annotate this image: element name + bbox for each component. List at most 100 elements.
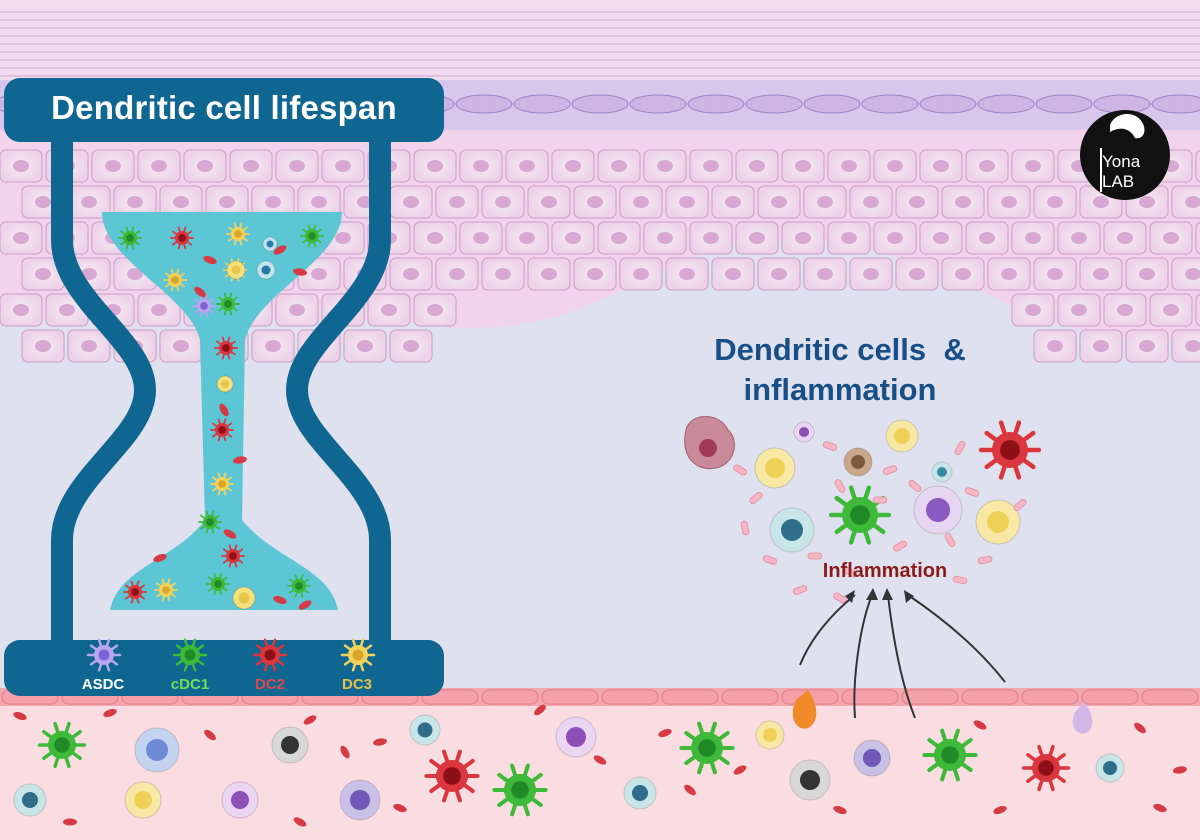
keratinocyte-nucleus	[1047, 268, 1063, 280]
keratinocyte-nucleus	[13, 160, 29, 172]
keratinocyte	[1033, 185, 1077, 219]
granular-cell	[629, 94, 687, 114]
keratinocyte-nucleus	[289, 160, 305, 172]
keratinocyte	[1171, 329, 1200, 363]
blood-red-cell	[1153, 803, 1167, 813]
keratinocyte	[919, 221, 963, 255]
keratinocyte	[1103, 293, 1147, 327]
cell-nucleus	[218, 426, 226, 434]
yellow-cell	[885, 419, 919, 453]
keratinocyte	[435, 185, 479, 219]
hourglass-top-cap	[4, 78, 444, 142]
keratinocyte-nucleus	[81, 268, 97, 280]
keratinocyte	[941, 185, 985, 219]
blood-red-cell	[534, 704, 546, 716]
arrow-4	[907, 594, 1006, 683]
blood-red-cell	[204, 729, 216, 741]
monocyte	[221, 781, 259, 819]
blood-red-cell	[684, 784, 696, 796]
red-blood-cell	[153, 553, 167, 563]
keratinocyte-nucleus	[495, 196, 511, 208]
cell-nucleus	[851, 455, 865, 469]
granular-cell	[571, 94, 629, 114]
keratinocyte-nucleus	[1047, 196, 1063, 208]
hourglass-red-dc	[209, 418, 235, 442]
keratinocyte	[987, 257, 1031, 291]
keratinocyte	[1195, 293, 1200, 327]
label-dc2: DC2	[254, 676, 285, 693]
keratinocyte	[803, 257, 847, 291]
title-line-2: inflammation	[743, 372, 937, 407]
keratinocyte	[827, 221, 871, 255]
keratinocyte-nucleus	[381, 304, 397, 316]
endothelial-cell	[1021, 689, 1079, 705]
keratinocyte	[1171, 257, 1200, 291]
hourglass-yellow-dc	[209, 472, 235, 496]
blood-red-cell	[293, 817, 307, 827]
keratinocyte	[459, 149, 503, 183]
cell-nucleus	[261, 265, 271, 275]
keratinocyte	[1057, 221, 1101, 255]
label-asdc: ASDC	[81, 676, 125, 693]
keratinocyte-nucleus	[311, 196, 327, 208]
keratinocyte-nucleus	[657, 160, 673, 172]
keratinocyte	[573, 185, 617, 219]
keratinocyte-nucleus	[519, 232, 535, 244]
keratinocyte-nucleus	[427, 304, 443, 316]
blood-red-cell	[63, 818, 77, 826]
granular-cell	[977, 94, 1035, 114]
keratinocyte	[757, 257, 801, 291]
keratinocyte	[919, 149, 963, 183]
title-line-1: Dendritic cells &	[714, 332, 966, 367]
keratinocyte	[1011, 293, 1055, 327]
cytokine	[749, 492, 763, 504]
cell-nucleus	[224, 300, 232, 308]
cell-nucleus	[54, 737, 70, 753]
cell-nucleus	[1103, 761, 1117, 775]
endothelial-cell	[841, 689, 899, 705]
blood-red-cell	[973, 720, 987, 730]
keratinocyte-nucleus	[197, 160, 213, 172]
arrowhead-4	[904, 590, 914, 603]
cell-nucleus	[295, 582, 303, 590]
keratinocyte-nucleus	[1001, 268, 1017, 280]
keratinocyte-nucleus	[749, 160, 765, 172]
keratinocyte-nucleus	[81, 196, 97, 208]
keratinocyte	[597, 221, 641, 255]
keratinocyte	[389, 257, 433, 291]
cytokine	[908, 480, 922, 492]
eosinophil	[913, 485, 963, 535]
blood-red-cell	[13, 711, 27, 721]
keratinocyte-nucleus	[265, 340, 281, 352]
keratinocyte	[413, 293, 457, 327]
red-blood-cell	[203, 255, 217, 265]
keratinocyte-nucleus	[771, 268, 787, 280]
hourglass-purple-dc	[191, 294, 217, 318]
keratinocyte-nucleus	[565, 232, 581, 244]
keratinocyte-nucleus	[495, 268, 511, 280]
keratinocyte	[735, 221, 779, 255]
keratinocyte	[619, 185, 663, 219]
keratinocyte-nucleus	[657, 232, 673, 244]
keratinocyte	[965, 149, 1009, 183]
cytokine	[954, 441, 966, 455]
keratinocyte	[1125, 329, 1169, 363]
keratinocyte	[413, 221, 457, 255]
keratinocyte	[1033, 257, 1077, 291]
keratinocyte-nucleus	[1001, 196, 1017, 208]
keratinocyte	[895, 185, 939, 219]
hourglass-green-dc	[117, 226, 143, 250]
keratinocyte	[1057, 293, 1101, 327]
arrow-2	[853, 594, 873, 719]
hourglass-green-dc	[215, 292, 241, 316]
keratinocyte-nucleus	[817, 196, 833, 208]
arrowhead-2	[866, 588, 878, 600]
keratinocyte-nucleus	[1185, 340, 1200, 352]
blood-cdc1	[922, 728, 978, 782]
keratinocyte	[873, 221, 917, 255]
keratinocyte-nucleus	[933, 232, 949, 244]
cell-nucleus	[134, 791, 152, 809]
arrow-1	[799, 594, 856, 666]
keratinocyte	[0, 221, 43, 255]
blood-red-cell	[658, 728, 672, 738]
